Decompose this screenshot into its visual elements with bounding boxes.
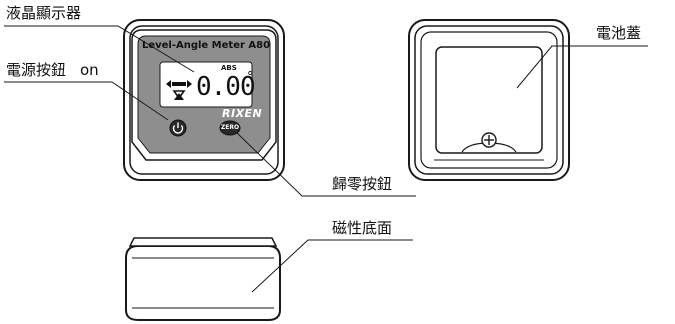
brand-logo: RIXEN [222, 107, 263, 120]
leader-lcd [4, 25, 195, 73]
back-inner-frame [414, 25, 564, 175]
side-view [125, 237, 281, 321]
front-outer-frame [123, 19, 285, 181]
label-zero-button: 歸零按鈕 [332, 175, 393, 193]
label-on: on [80, 61, 99, 79]
side-body [125, 245, 281, 321]
level-icon-right-arrow [187, 80, 192, 88]
lcd-unit: ° [247, 70, 254, 85]
side-top-edge [128, 237, 278, 247]
front-view [123, 19, 285, 181]
back-outer-frame [408, 19, 570, 181]
lcd-mode: ABS [221, 64, 237, 72]
front-inner-frame [129, 25, 279, 175]
level-icon-hourglass-bottom [174, 93, 184, 100]
leader-power-button [4, 81, 169, 121]
back-border [420, 31, 558, 169]
label-battery-cover: 電池蓋 [596, 24, 642, 42]
leader-zero-button [235, 131, 416, 197]
level-icon-hourglass-top [172, 90, 186, 100]
leader-magnetic-base [251, 239, 413, 293]
label-power-button: 電源按鈕 [6, 61, 67, 79]
leader-battery-cover [516, 45, 648, 89]
zero-button[interactable] [219, 120, 241, 136]
zero-button-text: ZERO [220, 124, 240, 131]
lcd-reading: 0.00 [196, 72, 256, 102]
battery-cover [435, 46, 543, 154]
level-icon-left-arrow [166, 80, 171, 88]
power-icon-arc [172, 125, 184, 134]
back-view [408, 19, 570, 181]
level-icon-bar [172, 82, 186, 86]
label-magnetic-base: 磁性底面 [332, 219, 393, 237]
model-label: Level-Angle Meter A80 [141, 40, 271, 51]
leader-lines [4, 25, 648, 293]
label-lcd: 液晶顯示器 [6, 4, 82, 22]
lcd-screen [159, 61, 253, 108]
